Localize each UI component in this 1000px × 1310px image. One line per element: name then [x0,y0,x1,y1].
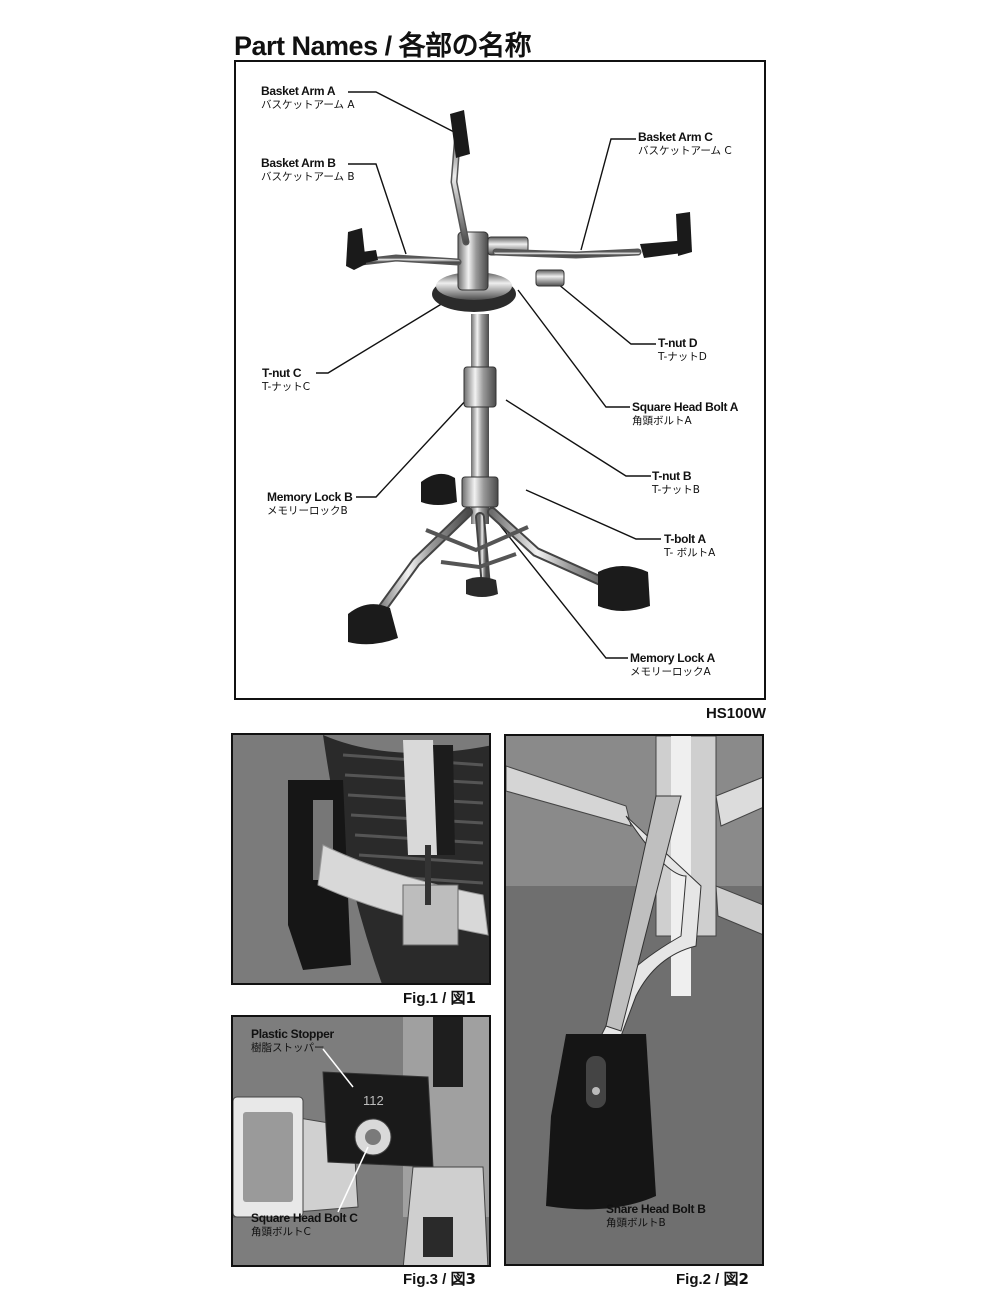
fig3-photo-panel: 112 Plastic Stopper 樹脂ストッパー Square Head … [231,1015,491,1267]
fig2-photo-panel: Snare Head Bolt B 角頭ボルトB [504,734,764,1266]
label-basket-arm-b: Basket Arm B バスケットアーム B [261,156,355,183]
fig3-stamp-text: 112 [363,1093,384,1108]
fig1-photo-panel [231,733,491,985]
main-diagram-panel: Basket Arm A バスケットアーム A Basket Arm B バスケ… [234,60,766,700]
label-t-nut-b: T-nut B T-ナットB [652,469,700,496]
label-plastic-stopper: Plastic Stopper 樹脂ストッパー [251,1027,334,1054]
fig1-photo [233,735,489,983]
page-title: Part Names / 各部の名称 [234,31,532,61]
model-number: HS100W [705,705,766,722]
leader-lines [316,91,661,659]
label-memory-lock-b: Memory Lock B メモリーロックB [267,490,353,517]
label-t-nut-d: T-nut D T-ナットD [658,336,707,363]
snare-stand-illustration [316,91,692,659]
fig2-photo [506,736,762,1264]
fig2-caption: Fig.2 / 図2 [676,1270,749,1288]
label-t-nut-c: T-nut C T-ナットC [262,366,311,393]
label-square-head-bolt-c: Square Head Bolt C 角頭ボルトC [251,1211,358,1238]
fig3-caption: Fig.3 / 図3 [403,1270,476,1288]
label-memory-lock-a: Memory Lock A メモリーロックA [630,651,716,678]
label-basket-arm-a: Basket Arm A バスケットアーム A [261,84,355,111]
label-basket-arm-c: Basket Arm C バスケットアーム C [638,130,732,157]
label-t-bolt-a: T-bolt A T- ボルトA [664,532,716,559]
label-snare-head-bolt-b: Snare Head Bolt B 角頭ボルトB [606,1202,706,1229]
fig3-photo: 112 [233,1017,489,1265]
fig1-caption: Fig.1 / 図1 [403,989,476,1007]
label-square-head-bolt-a: Square Head Bolt A 角頭ボルトA [632,400,739,427]
stand-drawing [346,110,692,645]
